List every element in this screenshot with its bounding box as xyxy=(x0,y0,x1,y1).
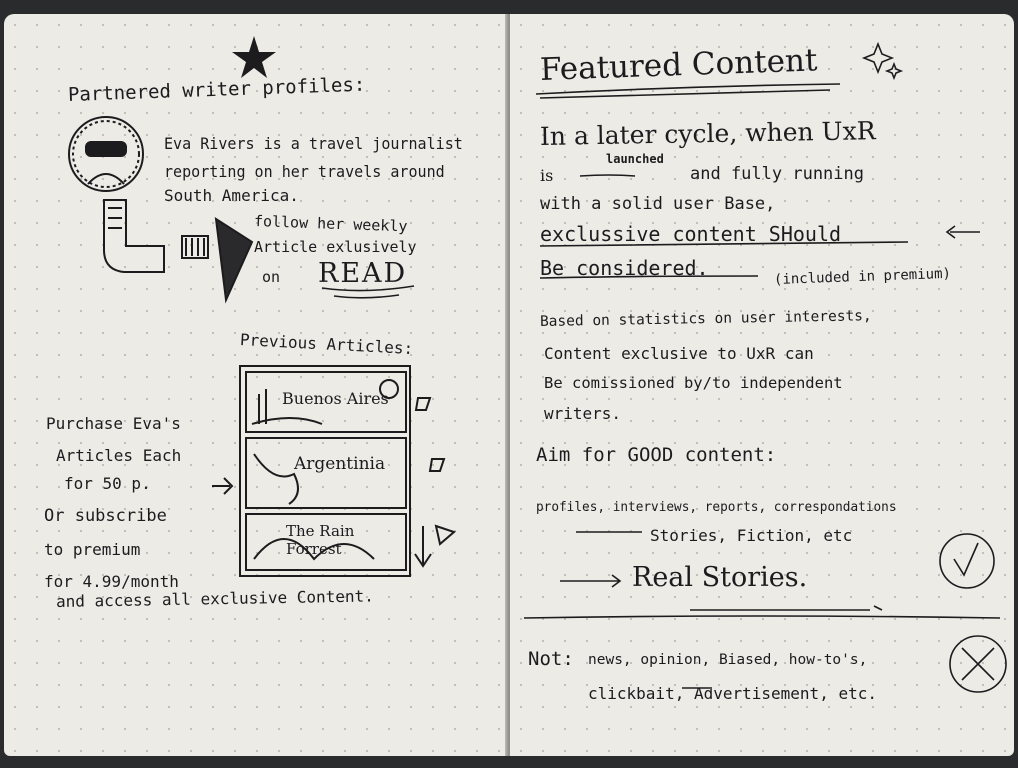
left-page: Partnered writer profiles: Eva Rivers is… xyxy=(4,14,508,756)
purchase-line: to premium xyxy=(44,540,141,559)
star-icon xyxy=(232,36,276,78)
purchase-line: Purchase Eva's xyxy=(46,414,181,433)
purchase-line: for 4.99/month xyxy=(44,572,179,591)
stats-line: Content exclusive to UxR can xyxy=(544,344,814,363)
purchase-line: for 50 p. xyxy=(64,474,151,493)
intro-line: and fully running xyxy=(690,164,864,184)
left-page-title: Partnered writer profiles: xyxy=(67,73,366,106)
intro-line: launched xyxy=(606,152,664,166)
article-title: The Rain Forrest xyxy=(286,522,355,558)
not-items-line: news, opinion, Biased, how-to's, xyxy=(588,652,868,668)
device-sketch xyxy=(103,199,254,304)
article-title: Buenos Aires xyxy=(282,389,389,408)
left-page-sketches xyxy=(68,36,456,577)
aim-heading: Aim for GOOD content: xyxy=(536,444,777,466)
content-types-line: profiles, interviews, reports, correspon… xyxy=(536,500,897,515)
intro-line: is xyxy=(540,166,554,185)
follow-line: follow her weekly xyxy=(253,212,408,236)
notebook-spine xyxy=(505,14,513,756)
intro-line: with a solid user Base, xyxy=(540,194,776,214)
real-stories-text: Real Stories. xyxy=(632,562,808,593)
follow-line: Article exlusively xyxy=(254,238,417,256)
article-title: Argentinia xyxy=(294,454,386,474)
stats-line: Be comissioned by/to independent xyxy=(544,374,843,392)
stats-line: writers. xyxy=(544,404,622,423)
purchase-line: Or subscribe xyxy=(44,506,167,526)
intro-line: (included in premium) xyxy=(773,265,952,288)
arrow-left-icon xyxy=(945,225,980,239)
stats-line: Based on statistics on user interests, xyxy=(539,308,872,330)
purchase-line: Articles Each xyxy=(56,446,182,465)
right-page-title: Featured Content xyxy=(539,42,818,88)
bio-line: South America. xyxy=(164,186,299,205)
not-items-line: clickbait, Advertisement, etc. xyxy=(588,684,877,703)
strike-implemented xyxy=(579,174,636,177)
divider-line xyxy=(523,605,1001,619)
right-page: Featured Content In a later cycle, when … xyxy=(510,14,1014,756)
bio-line: reporting on her travels around xyxy=(164,162,445,181)
intro-line: Be considered. xyxy=(540,256,709,280)
cross-circle-icon xyxy=(949,635,1007,693)
previous-articles-heading: Previous Articles: xyxy=(239,330,414,359)
bio-line: Eva Rivers is a travel journalist xyxy=(164,134,463,153)
content-types-line: Stories, Fiction, etc xyxy=(650,526,853,545)
check-circle-icon xyxy=(939,533,995,589)
not-label: Not: xyxy=(528,648,574,670)
read-label: READ xyxy=(318,258,408,289)
avatar xyxy=(68,116,144,192)
intro-line: In a later cycle, when UxR xyxy=(539,116,876,151)
sparkle-icon xyxy=(861,41,904,81)
follow-line: on xyxy=(262,268,281,286)
intro-line: exclussive content SHould xyxy=(540,222,842,246)
arrow-right-icon xyxy=(560,574,622,588)
